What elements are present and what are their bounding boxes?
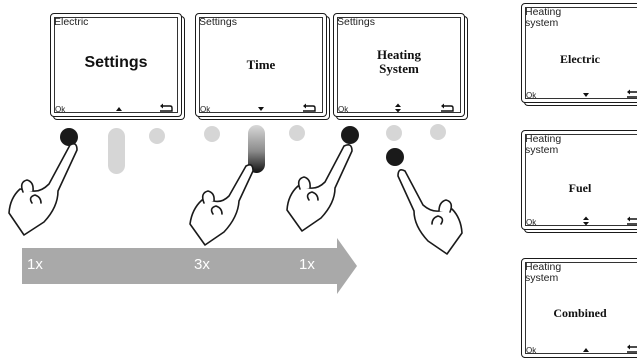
option-screen-combined: Heating system Combined Ok bbox=[521, 258, 637, 358]
step-label-down: 3x bbox=[194, 256, 210, 273]
back-icon bbox=[627, 89, 637, 98]
back-icon bbox=[627, 216, 637, 225]
ok-button-pressed bbox=[60, 128, 78, 146]
screen-header: Heating system bbox=[525, 261, 562, 284]
back-icon bbox=[160, 103, 173, 112]
screen-header: Heating system bbox=[525, 133, 562, 156]
screen-center-text: Time bbox=[246, 57, 276, 72]
ok-button bbox=[204, 126, 220, 142]
back-button bbox=[149, 128, 165, 144]
screen-center-text: Electric bbox=[560, 52, 600, 66]
ok-label: Ok bbox=[526, 91, 537, 100]
arrow-up-icon bbox=[583, 348, 589, 352]
screen-header: Electric bbox=[54, 16, 89, 28]
back-icon bbox=[627, 344, 637, 353]
swipe-trace-up bbox=[108, 128, 125, 174]
screen-center-text: Heating System bbox=[376, 47, 422, 77]
screen-center-text: Fuel bbox=[568, 181, 592, 195]
arrow-up-icon bbox=[116, 107, 122, 111]
option-screen-electric: Heating system Electric Ok bbox=[521, 3, 637, 103]
screen-center-text: Settings bbox=[84, 54, 148, 71]
arrow-down-icon bbox=[258, 107, 264, 111]
back-icon bbox=[441, 103, 454, 112]
arrow-up-down-icon bbox=[395, 103, 401, 113]
back-icon bbox=[303, 103, 316, 112]
option-screen-fuel: Heating system Fuel Ok bbox=[521, 130, 637, 230]
hand-tap-icon bbox=[8, 143, 78, 236]
screen-header: Settings bbox=[199, 16, 237, 28]
back-button bbox=[289, 125, 305, 141]
ok-label: Ok bbox=[55, 105, 66, 114]
screen-header: Heating system bbox=[525, 6, 562, 29]
arrow-up-down-icon bbox=[583, 216, 589, 226]
ok-button-pressed bbox=[341, 126, 359, 144]
nav-button-pressed bbox=[386, 148, 404, 166]
step-label-ok: 1x bbox=[299, 256, 315, 273]
swipe-trace-down bbox=[248, 125, 265, 173]
screen-settings-heating-system: Settings Heating System Ok bbox=[333, 13, 465, 117]
step-label-ok: 1x bbox=[27, 256, 43, 273]
step-arrow bbox=[22, 238, 357, 294]
nav-button bbox=[386, 125, 402, 141]
ok-label: Ok bbox=[200, 105, 211, 114]
back-button bbox=[430, 124, 446, 140]
hand-tap-icon bbox=[286, 144, 353, 232]
hand-swipe-icon bbox=[189, 164, 254, 246]
screen-settings-time: Settings Time Ok bbox=[195, 13, 327, 117]
screen-center-text: Combined bbox=[553, 306, 607, 320]
screen-electric-settings: Electric Settings Ok bbox=[50, 13, 182, 117]
arrow-down-icon bbox=[583, 93, 589, 97]
ok-label: Ok bbox=[526, 346, 537, 355]
ok-label: Ok bbox=[338, 105, 349, 114]
screen-header: Settings bbox=[337, 16, 375, 28]
ok-label: Ok bbox=[526, 218, 537, 227]
hand-swipe-icon bbox=[397, 169, 463, 255]
